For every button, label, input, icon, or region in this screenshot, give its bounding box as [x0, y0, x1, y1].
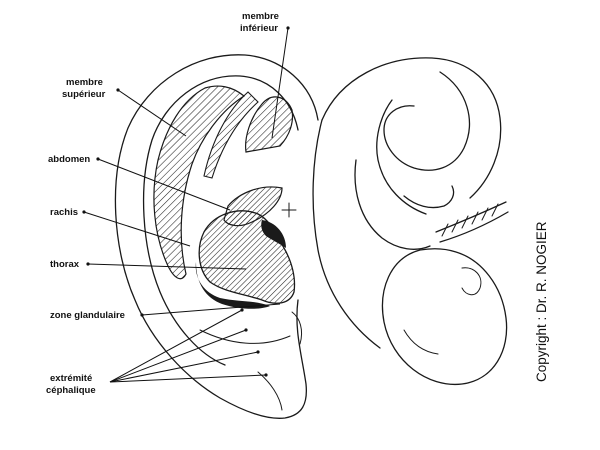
leader-rachis — [83, 211, 191, 247]
tragus-cross-mark — [281, 202, 297, 218]
label-membre-inferieur-line2: inférieur — [240, 23, 278, 34]
label-extremite-line1: extrémité — [50, 373, 92, 384]
leader-dot — [96, 157, 100, 161]
fetus-drawing — [312, 57, 509, 386]
ear-inner-helix — [142, 75, 299, 366]
leader-membre-superieur — [117, 89, 187, 137]
region-zone-glandulaire-shadow — [195, 262, 270, 309]
leader-extremite-2 — [109, 329, 247, 383]
label-extremite-line2: céphalique — [46, 385, 96, 396]
labels: membre inférieur membre supérieur abdome… — [46, 11, 279, 396]
label-thorax: thorax — [50, 259, 80, 270]
leader-dot — [256, 350, 260, 354]
fetus-cord — [435, 201, 507, 233]
leader-extremite-3 — [109, 351, 259, 383]
leader-dot — [244, 328, 248, 332]
leader-dot — [264, 373, 268, 377]
label-membre-superieur-line2: supérieur — [62, 89, 106, 100]
ear-lobe-line — [257, 371, 283, 411]
fetus-ear — [461, 267, 482, 296]
leader-abdomen — [97, 158, 231, 211]
label-rachis: rachis — [50, 207, 78, 218]
ear-drawing — [114, 54, 319, 419]
label-membre-superieur-line1: membre — [66, 77, 103, 88]
leader-dot — [140, 313, 144, 317]
leader-lines — [82, 26, 290, 383]
ear-outer-helix — [114, 54, 319, 419]
fetus-hand — [403, 185, 455, 209]
region-thorax-shadow — [261, 220, 286, 248]
leader-dot — [82, 210, 86, 214]
fetus-thigh — [376, 99, 427, 215]
fetus-cord-lower — [439, 211, 509, 243]
fetus-head — [381, 248, 508, 386]
leader-extremite-1 — [109, 309, 243, 383]
fetus-leg — [383, 71, 471, 171]
copyright-notice: Copyright : Dr. R. NOGIER — [534, 221, 549, 382]
ear-antitragus-line — [291, 311, 303, 345]
label-zone-glandulaire: zone glandulaire — [50, 310, 125, 321]
region-membre-superieur — [153, 85, 246, 280]
fetus-back — [321, 57, 502, 199]
fetus-face — [403, 329, 439, 355]
label-abdomen: abdomen — [48, 154, 90, 165]
fetus-arm — [354, 159, 431, 250]
leader-membre-inferieur — [271, 27, 289, 139]
region-thorax — [198, 210, 296, 304]
ear-concha-line — [199, 329, 291, 344]
leader-dot — [286, 26, 290, 30]
leader-dot — [116, 88, 120, 92]
leader-thorax — [87, 263, 247, 270]
leader-zone-glandulaire — [141, 303, 281, 316]
leader-dot — [86, 262, 90, 266]
region-antihelix-band — [203, 91, 259, 179]
fetus-cord-twist — [441, 203, 499, 237]
leader-extremite-4 — [109, 374, 267, 383]
leader-dot — [240, 308, 244, 312]
fetus-belly — [312, 119, 381, 349]
label-membre-inferieur-line1: membre — [242, 11, 279, 22]
